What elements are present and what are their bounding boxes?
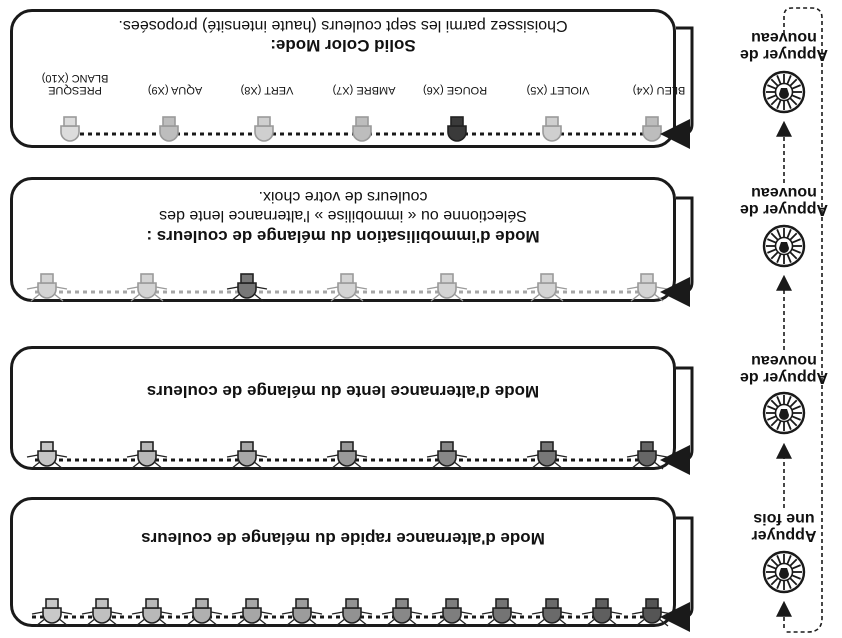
slow-bulb-1 [626, 441, 668, 470]
slow-bulb-5 [226, 441, 268, 470]
slow-bulb-7 [26, 441, 68, 470]
slow-entry-arrow [660, 366, 694, 475]
solid-bulb-5 [254, 116, 274, 142]
remote-button-icon-1 [762, 550, 806, 594]
fast-bulb-6 [381, 598, 423, 627]
fast-bulb-12 [81, 598, 123, 627]
flow-loop-back [783, 7, 823, 633]
fast-bulb-2 [581, 598, 623, 627]
solid-bulb-7 [60, 116, 80, 142]
freeze-bulb-3 [426, 273, 468, 302]
fast-bulb-13 [31, 598, 73, 627]
remote-button-icon-4 [762, 70, 806, 114]
fast-entry-arrow [660, 516, 694, 632]
freeze-bulb-6 [126, 273, 168, 302]
slow-bulb-3 [426, 441, 468, 470]
fast-bulb-3 [531, 598, 573, 627]
solid-bulb-3 [447, 116, 467, 142]
slow-bulb-4 [326, 441, 368, 470]
solid-bulb-1 [642, 116, 662, 142]
freeze-bulb-7 [26, 273, 68, 302]
freeze-bulb-1 [626, 273, 668, 302]
fast-bulb-5 [431, 598, 473, 627]
slow-bulb-6 [126, 441, 168, 470]
fast-bulb-10 [181, 598, 223, 627]
freeze-entry-arrow [660, 196, 694, 307]
solid-bulb-2 [542, 116, 562, 142]
fast-bulb-8 [281, 598, 323, 627]
remote-button-icon-3 [762, 224, 806, 268]
freeze-bulb-4 [326, 273, 368, 302]
freeze-bulb-2 [526, 273, 568, 302]
solid-entry-arrow [660, 26, 694, 149]
fast-bulb-7 [331, 598, 373, 627]
fast-bulb-1 [631, 598, 673, 627]
fast-bulb-11 [131, 598, 173, 627]
fast-bulb-4 [481, 598, 523, 627]
slow-bulb-2 [526, 441, 568, 470]
fast-bulb-9 [231, 598, 273, 627]
solid-bulb-6 [159, 116, 179, 142]
freeze-bulb-selected [226, 273, 268, 302]
remote-button-icon-2 [762, 391, 806, 435]
solid-bulb-4 [352, 116, 372, 142]
